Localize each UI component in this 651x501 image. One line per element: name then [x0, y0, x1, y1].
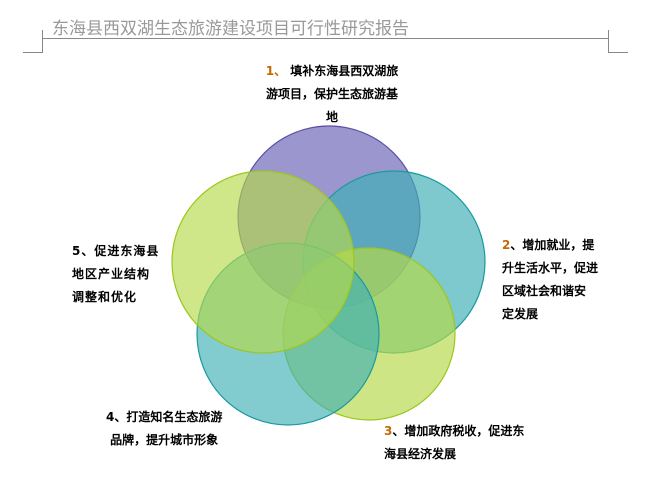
label-item-3: 3、增加政府税收，促进东 海县经济发展 — [384, 420, 524, 466]
header-corner-right — [608, 30, 609, 53]
item-5-line-2: 地区产业结构 — [72, 267, 151, 281]
label-item-2: 2、增加就业，提 升生活水平，促进 区域社会和谐安 定发展 — [502, 234, 598, 326]
header-corner-left — [42, 30, 43, 53]
item-4-line-2: 品牌，提升城市形象 — [110, 433, 219, 447]
label-item-1: 1、 填补东海县西双湖旅 游项目，保护生态旅游基 地 — [262, 60, 402, 129]
header-corner-right-h — [608, 52, 628, 53]
item-1-line-1: 填补东海县西双湖旅 — [290, 64, 399, 78]
item-4-number: 4 — [106, 410, 115, 424]
label-item-5: 5、促进东海县 地区产业结构 调整和优化 — [72, 240, 159, 309]
item-2-line-2: 升生活水平，促进 — [502, 261, 599, 275]
item-2-line-4: 定发展 — [502, 307, 539, 321]
item-3-line-1: 、增加政府税收，促进东 — [392, 424, 525, 438]
item-2-number: 2 — [502, 238, 511, 252]
item-4-line-1: 、打造知名生态旅游 — [114, 410, 223, 424]
item-3-number: 3 — [384, 424, 393, 438]
document-header-title: 东海县西双湖生态旅游建设项目可行性研究报告 — [52, 19, 409, 39]
item-5-number: 5 — [72, 244, 82, 258]
item-1-line-2: 游项目，保护生态旅游基 — [265, 87, 398, 101]
item-2-line-3: 区域社会和谐安 — [502, 284, 587, 298]
circle-5 — [171, 170, 355, 354]
item-2-line-1: 、增加就业，提 — [510, 238, 595, 252]
header-rule — [42, 38, 609, 39]
item-1-line-3: 地 — [325, 110, 338, 124]
item-5-line-1: 、促进东海县 — [81, 244, 160, 258]
item-5-line-3: 调整和优化 — [72, 290, 138, 304]
item-1-number: 1、 — [265, 64, 287, 78]
item-3-line-2: 海县经济发展 — [384, 447, 457, 461]
header-corner-left-h — [23, 52, 43, 53]
label-item-4: 4、打造知名生态旅游 品牌，提升城市形象 — [106, 406, 222, 452]
